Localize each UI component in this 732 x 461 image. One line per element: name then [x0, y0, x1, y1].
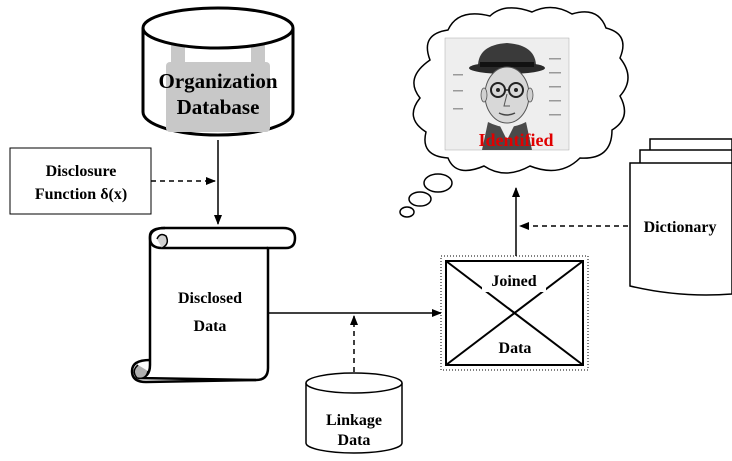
identified-thought-cloud: Identified	[399, 6, 629, 218]
disclosure-function-line1: Disclosure	[46, 163, 117, 180]
identified-label: Identified	[478, 130, 553, 150]
disclosed-data-scroll: Disclosed Data	[130, 226, 297, 384]
organization-db-label-line1: Organization	[159, 69, 278, 93]
disclosed-data-line1: Disclosed	[178, 290, 242, 307]
suspect-sketch-portrait-icon	[444, 37, 570, 151]
disclosure-function-box: Disclosure Function δ(x)	[9, 147, 152, 215]
linkage-data-cylinder: Linkage Data	[305, 372, 403, 454]
linkage-data-line1: Linkage	[326, 412, 382, 429]
joined-data-top: Joined	[491, 273, 536, 290]
joined-data-box: Joined Data	[440, 255, 589, 371]
disclosure-function-line2: Function δ(x)	[35, 186, 127, 203]
organization-db-label-line2: Database	[177, 95, 260, 119]
disclosed-data-line2: Data	[194, 318, 227, 335]
linkage-data-line2: Data	[338, 432, 371, 449]
organization-database: Organization Database	[141, 6, 295, 137]
dictionary-documents: Dictionary	[629, 138, 732, 296]
dictionary-label: Dictionary	[644, 219, 717, 236]
joined-data-bottom: Data	[499, 340, 532, 357]
